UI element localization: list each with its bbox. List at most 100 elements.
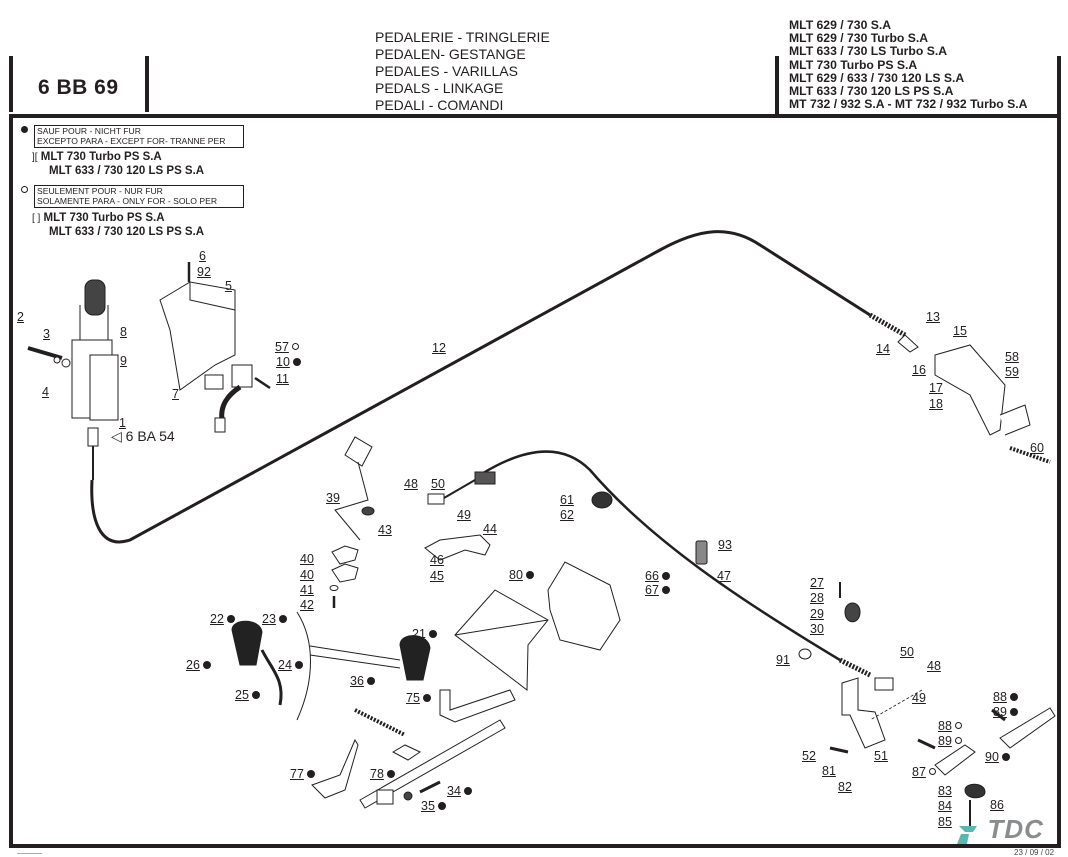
part-callout-47[interactable]: 47 xyxy=(717,567,731,585)
part-callout-93[interactable]: 93 xyxy=(718,536,732,554)
part-callout-82[interactable]: 82 xyxy=(838,778,852,796)
part-callout-92[interactable]: 92 xyxy=(197,263,211,281)
part-callout-12[interactable]: 12 xyxy=(432,339,446,357)
part-callout-50[interactable]: 50 xyxy=(431,475,445,493)
part-callout-29[interactable]: 29 xyxy=(810,605,824,623)
part-callout-60[interactable]: 60 xyxy=(1030,439,1044,457)
part-callout-46[interactable]: 46 xyxy=(430,551,444,569)
part-callout-30[interactable]: 30 xyxy=(810,620,824,638)
part-callout-49[interactable]: 49 xyxy=(457,506,471,524)
part-number: 80 xyxy=(509,568,523,582)
part-callout-18[interactable]: 18 xyxy=(929,395,943,413)
part-callout-62[interactable]: 62 xyxy=(560,506,574,524)
part-callout-16[interactable]: 16 xyxy=(912,361,926,379)
part-callout-89[interactable]: 89 xyxy=(938,732,962,750)
part-callout-88[interactable]: 88 xyxy=(993,688,1018,706)
part-number: 5 xyxy=(225,279,232,293)
filled-dot-icon xyxy=(661,571,670,580)
model-item: MLT 629 / 730 S.A xyxy=(789,18,892,32)
part-number: 13 xyxy=(926,310,940,324)
part-callout-78[interactable]: 78 xyxy=(370,765,395,783)
part-callout-57[interactable]: 57 xyxy=(275,338,299,356)
part-number: 9 xyxy=(120,354,127,368)
part-callout-88[interactable]: 88 xyxy=(938,717,962,735)
part-callout-28[interactable]: 28 xyxy=(810,589,824,607)
part-callout-81[interactable]: 81 xyxy=(822,762,836,780)
part-callout-80[interactable]: 80 xyxy=(509,566,534,584)
part-callout-89[interactable]: 89 xyxy=(993,703,1018,721)
part-callout-40[interactable]: 40 xyxy=(300,566,314,584)
part-callout-87[interactable]: 87 xyxy=(912,763,936,781)
pad-43 xyxy=(361,506,375,516)
filled-dot-icon xyxy=(428,629,437,638)
part-callout-24[interactable]: 24 xyxy=(278,656,303,674)
part-callout-6[interactable]: 6 xyxy=(199,247,206,265)
part-callout-36[interactable]: 36 xyxy=(350,672,375,690)
legend-only-line2: SOLAMENTE PARA - ONLY FOR - SOLO PER xyxy=(37,196,218,206)
part-callout-25[interactable]: 25 xyxy=(235,686,260,704)
part-number: 21 xyxy=(412,627,426,641)
part-callout-21[interactable]: 21 xyxy=(412,625,437,643)
part-callout-35[interactable]: 35 xyxy=(421,797,446,815)
part-callout-5[interactable]: 5 xyxy=(225,277,232,295)
part-callout-14[interactable]: 14 xyxy=(876,340,890,358)
part-callout-66[interactable]: 66 xyxy=(645,567,670,585)
lever-assembly xyxy=(71,279,119,480)
clamp-86 xyxy=(964,783,986,799)
part-callout-44[interactable]: 44 xyxy=(483,520,497,538)
part-callout-10[interactable]: 10 xyxy=(276,353,301,371)
part-number: 67 xyxy=(645,583,659,597)
part-callout-52[interactable]: 52 xyxy=(802,747,816,765)
part-callout-22[interactable]: 22 xyxy=(210,610,235,628)
part-callout-2[interactable]: 2 xyxy=(17,308,24,326)
filled-dot-icon xyxy=(437,801,446,810)
part-callout-39[interactable]: 39 xyxy=(326,489,340,507)
part-callout-17[interactable]: 17 xyxy=(929,379,943,397)
part-callout-3[interactable]: 3 xyxy=(43,325,50,343)
part-callout-84[interactable]: 84 xyxy=(938,797,952,815)
part-callout-49[interactable]: 49 xyxy=(912,689,926,707)
part-callout-83[interactable]: 83 xyxy=(938,782,952,800)
part-callout-45[interactable]: 45 xyxy=(430,567,444,585)
part-callout-48[interactable]: 48 xyxy=(927,657,941,675)
part-callout-27[interactable]: 27 xyxy=(810,574,824,592)
part-callout-15[interactable]: 15 xyxy=(953,322,967,340)
part-number: 28 xyxy=(810,591,824,605)
part-callout-26[interactable]: 26 xyxy=(186,656,211,674)
part-callout-23[interactable]: 23 xyxy=(262,610,287,628)
part-number: 25 xyxy=(235,688,249,702)
part-callout-86[interactable]: 86 xyxy=(990,796,1004,814)
part-number: 59 xyxy=(1005,365,1019,379)
part-callout-34[interactable]: 34 xyxy=(447,782,472,800)
model-item: MT 732 / 932 S.A - MT 732 / 932 Turbo S.… xyxy=(789,97,1028,112)
part-callout-91[interactable]: 91 xyxy=(776,651,790,669)
part-callout-13[interactable]: 13 xyxy=(926,308,940,326)
part-callout-4[interactable]: 4 xyxy=(42,383,49,401)
part-callout-77[interactable]: 77 xyxy=(290,765,315,783)
part-callout-1[interactable]: 1 xyxy=(119,414,126,432)
part-callout-90[interactable]: 90 xyxy=(985,748,1010,766)
part-number: 14 xyxy=(876,342,890,356)
part-callout-85[interactable]: 85 xyxy=(938,813,952,831)
part-callout-48[interactable]: 48 xyxy=(404,475,418,493)
bracket-77 xyxy=(311,738,359,799)
part-callout-59[interactable]: 59 xyxy=(1005,363,1019,381)
cross-reference[interactable]: ◁ 6 BA 54 xyxy=(111,428,175,445)
part-callout-58[interactable]: 58 xyxy=(1005,348,1019,366)
part-callout-40[interactable]: 40 xyxy=(300,550,314,568)
part-callout-75[interactable]: 75 xyxy=(406,689,431,707)
part-callout-51[interactable]: 51 xyxy=(874,747,888,765)
part-callout-7[interactable]: 7 xyxy=(172,385,179,403)
part-callout-61[interactable]: 61 xyxy=(560,491,574,509)
wire-25 xyxy=(260,649,283,706)
part-callout-50[interactable]: 50 xyxy=(900,643,914,661)
part-callout-9[interactable]: 9 xyxy=(120,352,127,370)
part-callout-41[interactable]: 41 xyxy=(300,581,314,599)
part-callout-42[interactable]: 42 xyxy=(300,596,314,614)
part-callout-8[interactable]: 8 xyxy=(120,323,127,341)
part-number: 49 xyxy=(912,691,926,705)
part-callout-67[interactable]: 67 xyxy=(645,581,670,599)
filled-dot-icon xyxy=(292,357,301,366)
part-callout-43[interactable]: 43 xyxy=(378,521,392,539)
part-callout-11[interactable]: 11 xyxy=(276,370,289,388)
